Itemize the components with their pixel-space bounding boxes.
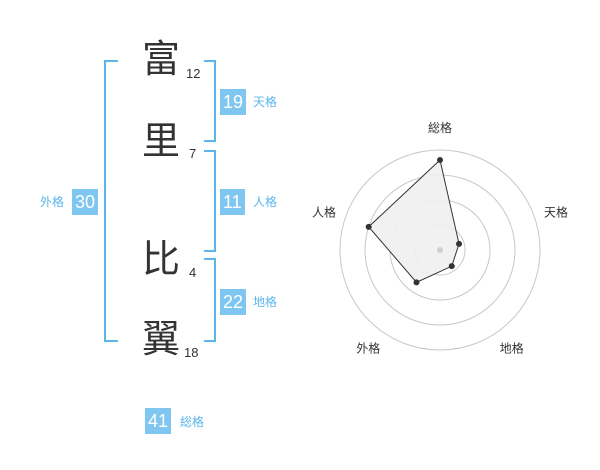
soukaku-value-badge: 41 <box>145 408 172 434</box>
radar-point <box>456 240 463 247</box>
stroke-count-4: 18 <box>184 345 199 360</box>
radar-point <box>448 263 455 270</box>
radar-ring <box>339 149 541 351</box>
stroke-count-3: 4 <box>189 265 197 280</box>
radar-axis-label: 総格 <box>428 120 452 135</box>
radar-axis-label: 天格 <box>544 204 568 219</box>
tenkaku-value-badge: 19 <box>220 89 247 115</box>
radar-shape <box>367 159 460 283</box>
name-char-3: 比 <box>142 237 181 281</box>
stroke-count-2: 7 <box>189 146 197 161</box>
jinkaku-bracket <box>204 150 216 252</box>
jinkaku-label: 人格 <box>253 195 278 209</box>
gaikaku-value-badge: 30 <box>72 189 99 215</box>
radar-center <box>437 247 443 253</box>
radar-axis-label: 地格 <box>500 341 524 356</box>
radar-axis-label: 人格 <box>312 204 336 219</box>
chikaku-value-badge: 22 <box>220 289 247 315</box>
chikaku-label: 地格 <box>253 295 278 309</box>
tenkaku-label: 天格 <box>253 95 278 109</box>
name-char-1: 富 <box>142 37 181 81</box>
name-char-2: 里 <box>142 119 181 163</box>
radar-point <box>365 223 372 230</box>
tenkaku-bracket <box>204 60 216 142</box>
name-char-4: 翼 <box>142 317 181 361</box>
radar-point <box>437 157 443 163</box>
gaikaku-bracket <box>104 60 118 342</box>
chikaku-bracket <box>204 258 216 342</box>
jinkaku-value-badge: 11 <box>220 189 245 215</box>
soukaku-label: 総格 <box>180 415 205 429</box>
radar-axis-label: 外格 <box>356 341 380 356</box>
stroke-count-1: 12 <box>186 66 201 81</box>
gaikaku-label: 外格 <box>40 195 65 209</box>
radar-point <box>413 279 420 286</box>
